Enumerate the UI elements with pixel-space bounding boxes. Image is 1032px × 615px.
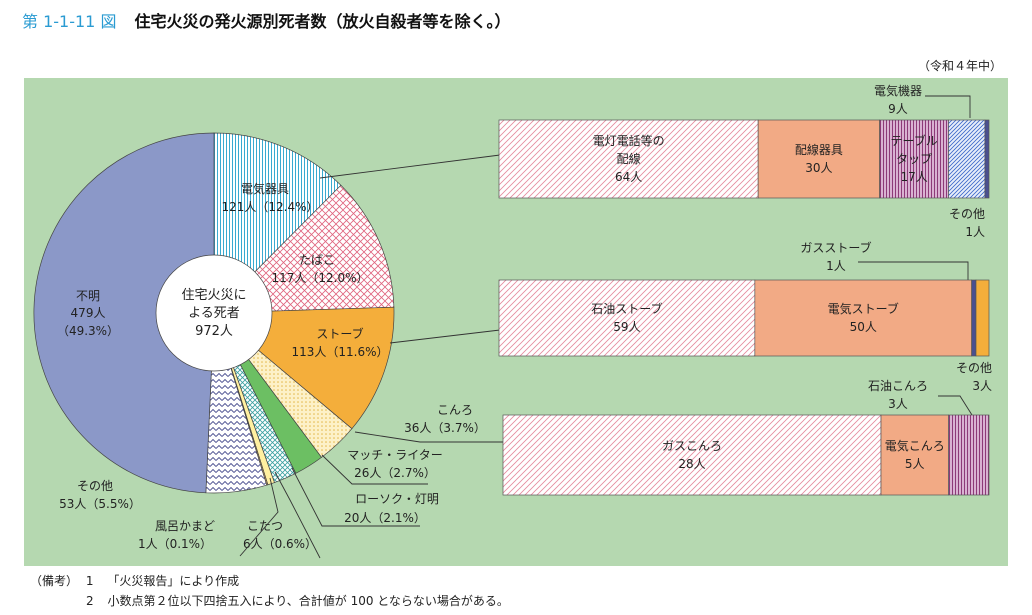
pie-label-value: 479人 [71, 306, 106, 320]
bar-segment-value: 30人 [805, 161, 832, 175]
note-1-num: 1 [85, 574, 94, 588]
bar-segment-label: 電気機器 [874, 83, 922, 98]
bar-segment-label: タップ [896, 152, 932, 166]
bar-segment-label: その他 [949, 207, 985, 221]
figure-title: 第 1-1-11 図住宅火災の発火源別死者数（放火自殺者等を除く。） [22, 8, 510, 32]
pie-label-value: 6人（0.6%） [243, 537, 317, 551]
bar-segment [948, 414, 990, 496]
pie-label-value: 53人（5.5%） [59, 497, 141, 511]
pie-label-name: 不明 [76, 289, 100, 303]
pie-label-value: 36人（3.7%） [404, 421, 486, 435]
bar-segment [984, 119, 990, 199]
pie-label-value: 26人（2.7%） [354, 466, 436, 480]
bar-segment-label: 電気こんろ [885, 438, 945, 453]
leader-line [925, 95, 971, 118]
bar-segment-value: 17人 [900, 170, 927, 184]
pie-label-name: こたつ [247, 519, 283, 533]
bar-segment-label: 電気ストーブ [828, 301, 899, 316]
bar-segment-value: 9人 [888, 102, 908, 116]
note-2: 2 小数点第２位以下四捨五入により、合計値が 100 とならない場合がある。 [86, 592, 509, 609]
leader-line [319, 154, 501, 179]
bar-segment [502, 414, 882, 496]
note-2-text: 小数点第２位以下四捨五入により、合計値が 100 とならない場合がある。 [107, 594, 509, 608]
note-1-text: 「火災報告」により作成 [107, 574, 240, 588]
leader-line [354, 431, 505, 443]
pie-label-name: ローソク・灯明 [355, 492, 439, 506]
pie-label-value: 1人（0.1%） [138, 537, 212, 551]
bar-segment-label: ガスこんろ [662, 439, 722, 453]
pie-center-label: 972人 [195, 324, 233, 339]
pie-label-name: こんろ [437, 403, 473, 417]
bar-segment [754, 279, 973, 357]
bar-segment-value: 1人 [826, 259, 846, 273]
figure-title-text: 住宅火災の発火源別死者数（放火自殺者等を除く。） [134, 12, 511, 31]
pie-label-value: 117人（12.0%） [271, 271, 368, 285]
bar-segment-value: 28人 [678, 457, 705, 471]
bar-segment-label: テーブル [890, 133, 937, 148]
note-1: （備考） 1 「火災報告」により作成 [30, 572, 239, 589]
bar-segment-value: 50人 [850, 320, 877, 334]
bar-segment-value: 3人 [888, 397, 908, 411]
bar-segment-value: 5人 [905, 457, 925, 471]
pie-label-value: 20人（2.1%） [344, 511, 426, 525]
pie-label-name: その他 [77, 479, 113, 493]
bar-segment-label: 石油こんろ [868, 379, 928, 393]
bar-segment [879, 119, 949, 199]
pie-center-label: 住宅火災に [181, 288, 246, 303]
bar-segment [975, 279, 990, 357]
leader-line [858, 261, 969, 280]
pie-label-name: 電気器具 [241, 181, 289, 196]
leader-line [239, 477, 279, 557]
pie-center-label: よる死者 [188, 306, 240, 321]
pie-center [155, 254, 273, 372]
bar-segment-label: 配線器具 [795, 142, 843, 157]
bar-segment-value: 1人 [965, 225, 985, 239]
leader-line [321, 454, 428, 485]
pie-label-name: ストーブ [316, 326, 363, 341]
pie-labels: 電気器具 121人（12.4%） たばこ 117人（12.0%） ストーブ 113人（11… [57, 181, 486, 551]
pie-label-percent: （49.3%） [57, 324, 119, 338]
pie-label-value: 113人（11.6%） [291, 345, 388, 359]
leader-line [389, 329, 501, 344]
note-prefix: （備考） [30, 574, 79, 588]
pie-label-name: たばこ [299, 253, 335, 267]
bar-segment-label: 電灯電話等の [593, 133, 665, 148]
bar-segment [948, 119, 986, 199]
bar-segment [498, 279, 756, 357]
bar-segment [880, 414, 949, 496]
period-label: （令和４年中） [918, 58, 1002, 73]
bar-segment-label: ガスストーブ [800, 240, 871, 255]
bar-segment-label: 配線 [617, 151, 641, 166]
note-2-num: 2 [86, 594, 94, 608]
bar-segment-label: 石油ストーブ [591, 301, 662, 316]
pie-slice [33, 132, 215, 494]
pie-label-value: 121人（12.4%） [221, 200, 318, 214]
connector-lines [239, 95, 973, 559]
leader-line [291, 467, 420, 527]
bar-segment-value: 64人 [615, 170, 642, 184]
leader-line [938, 395, 973, 416]
bar-segment-value: 3人 [972, 379, 992, 393]
pie-label-name: 風呂かまど [155, 519, 215, 533]
bar-segment [498, 119, 759, 199]
figure-label: 第 1-1-11 図 [22, 12, 117, 31]
bar-segment [971, 279, 977, 357]
bar-segment-label: その他 [956, 361, 992, 375]
pie-label-name: マッチ・ライター [347, 448, 443, 462]
bar-segment [757, 119, 881, 199]
leader-line [274, 471, 321, 559]
bar-segment-value: 59人 [613, 320, 640, 334]
